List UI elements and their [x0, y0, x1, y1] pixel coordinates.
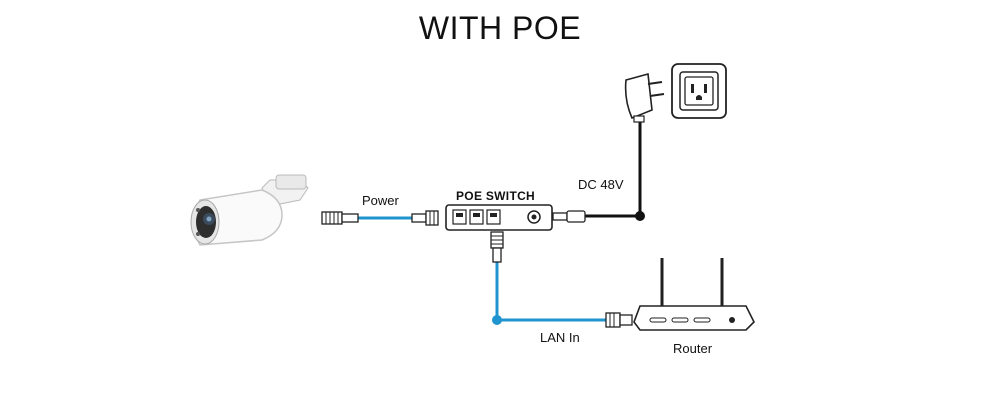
camera-connector-icon — [321, 211, 359, 225]
bullet-camera-icon — [190, 174, 309, 246]
dc-cable-joint — [635, 211, 645, 221]
power-label: Power — [362, 193, 399, 208]
poe-switch-icon — [445, 204, 553, 231]
dc-plug-icon — [552, 210, 586, 223]
switch-lan-connector-icon — [490, 231, 504, 263]
switch-input-connector-icon — [411, 210, 439, 226]
router-label: Router — [673, 341, 713, 356]
router-icon — [633, 258, 755, 331]
lan-cable-line — [495, 262, 606, 322]
router-lan-connector-icon — [605, 312, 633, 328]
page-title: WITH POE — [418, 10, 582, 46]
power-adapter-icon — [624, 72, 665, 123]
lan-cable-joint — [492, 315, 502, 325]
poe-switch-label: POE SWITCH — [456, 189, 536, 203]
wall-outlet-icon — [671, 63, 727, 119]
dc-voltage-label: DC 48V — [578, 177, 624, 192]
lan-in-label: LAN In — [540, 330, 580, 345]
